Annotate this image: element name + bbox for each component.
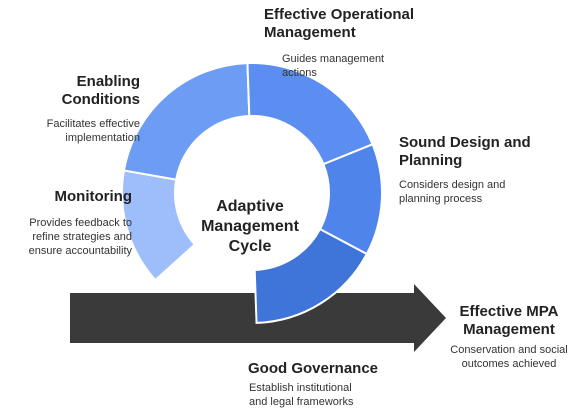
stage-desc-monitoring: Provides feedback to refine strategies a…: [28, 217, 132, 257]
stage-desc-enabling-conditions: Facilitates effective implementation: [46, 118, 140, 144]
outcome-title: Effective MPA Management: [459, 303, 559, 338]
outcome-desc: Conservation and social outcomes achieve…: [450, 344, 568, 370]
stage-desc-good-governance: Establish institutional and legal framew…: [249, 382, 354, 408]
center-title: Adaptive Management Cycle: [201, 198, 299, 255]
stage-desc-sound-design-and-planning: Considers design and planning process: [399, 179, 506, 205]
ring-segment-good-governance: [253, 227, 369, 324]
stage-desc-effective-operational-management: Guides management actions: [282, 53, 385, 79]
stage-title-good-governance: Good Governance: [248, 360, 379, 377]
stage-title-effective-operational-management: Effective Operational Management: [264, 6, 415, 41]
stage-title-enabling-conditions: Enabling Conditions: [61, 73, 140, 108]
ring-segment-enabling-conditions: [122, 62, 251, 181]
stage-title-sound-design-and-planning: Sound Design and Planning: [399, 134, 531, 169]
stage-title-monitoring: Monitoring: [54, 188, 132, 205]
